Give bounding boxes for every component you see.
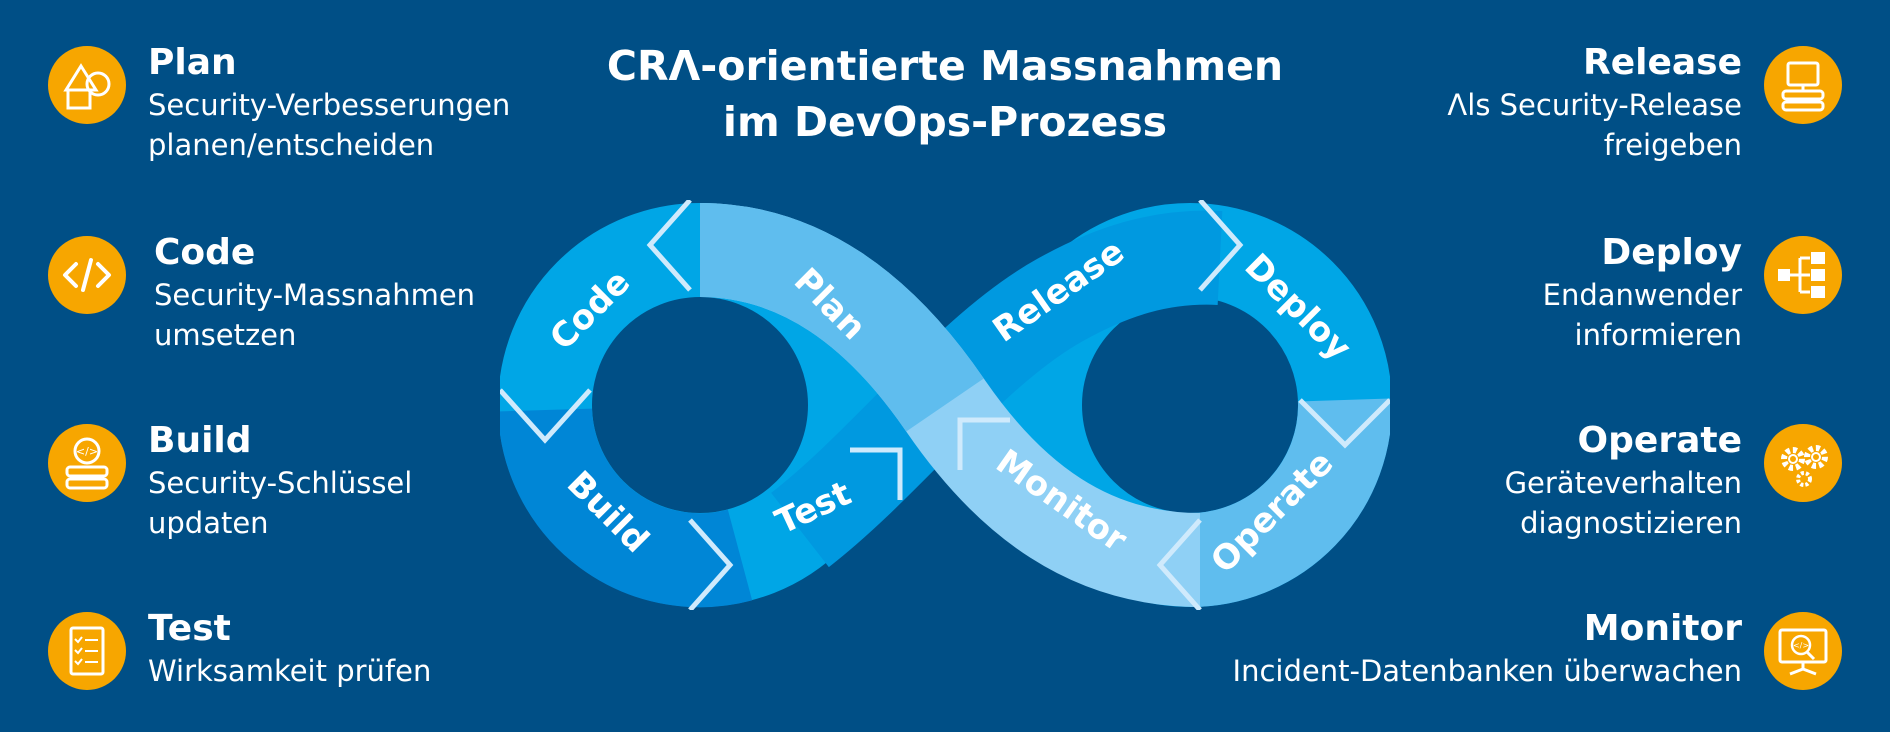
separator-chevron [500, 388, 592, 444]
svg-text:</>: </> [76, 445, 98, 458]
step-build-name: Build [148, 420, 252, 461]
separator-chevron [1198, 200, 1244, 292]
network-tree-icon [1764, 236, 1842, 314]
monitor-search-icon: </> [1764, 612, 1842, 690]
step-release-desc-1: Λls Security-Release [1447, 88, 1742, 122]
separator-chevron [646, 200, 692, 292]
build-server-icon: </> [48, 424, 126, 502]
page-title: CRΛ-orientierte Massnahmen im DevOps-Pro… [580, 38, 1310, 150]
step-release: Release Λls Security-Release freigeben [1442, 42, 1842, 162]
gears-icon [1764, 424, 1842, 502]
code-icon [48, 236, 126, 314]
step-deploy-desc-2: informieren [1574, 318, 1742, 352]
step-build-desc-1: Security-Schlüssel [148, 466, 413, 500]
step-operate-desc-2: diagnostizieren [1520, 506, 1742, 540]
separator-chevron [850, 447, 903, 500]
step-deploy-desc-1: Endanwender [1542, 278, 1742, 312]
devops-infinity-loop: Code Build Test Plan Release Deploy Moni… [500, 200, 1390, 610]
separator-chevron [1298, 398, 1390, 449]
step-code-name: Code [154, 232, 256, 273]
loop-segment-build-test [500, 407, 753, 608]
step-code-desc-1: Security-Massnahmen [154, 278, 476, 312]
step-plan-desc-1: Security-Verbesserungen [148, 88, 511, 122]
svg-text:</>: </> [1793, 641, 1809, 650]
step-release-desc-2: freigeben [1603, 128, 1742, 162]
checklist-icon [48, 612, 126, 690]
loop-segment-operate [1188, 398, 1390, 607]
step-test-desc-1: Wirksamkeit prüfen [148, 654, 432, 688]
step-build-desc-2: updaten [148, 506, 269, 540]
step-operate-desc-1: Geräteverhalten [1504, 466, 1742, 500]
title-line-2: im DevOps-Prozess [722, 98, 1168, 146]
step-plan-name: Plan [148, 42, 237, 83]
step-deploy-name: Deploy [1601, 232, 1742, 273]
step-release-name: Release [1582, 42, 1742, 83]
step-monitor-name: Monitor [1583, 608, 1742, 649]
step-monitor: </> Monitor Incident-Datenbanken überwac… [1142, 608, 1842, 692]
step-code-desc-2: umsetzen [154, 318, 297, 352]
step-operate: Operate Geräteverhalten diagnostizieren [1442, 420, 1842, 540]
step-plan-desc-2: planen/entscheiden [148, 128, 435, 162]
title-line-1: CRΛ-orientierte Massnahmen [606, 42, 1284, 90]
separator-chevron [688, 518, 734, 610]
separator-chevron [957, 417, 1010, 470]
shapes-icon [48, 46, 126, 124]
separator-chevron [1156, 518, 1202, 610]
loop-segment-plan [698, 203, 984, 432]
release-server-icon [1764, 46, 1842, 124]
loop-segment-release [770, 210, 1223, 568]
step-deploy: Deploy Endanwender informieren [1442, 232, 1842, 352]
step-operate-name: Operate [1577, 420, 1742, 461]
step-monitor-desc-1: Incident-Datenbanken überwachen [1232, 654, 1742, 688]
step-test-name: Test [148, 608, 231, 649]
